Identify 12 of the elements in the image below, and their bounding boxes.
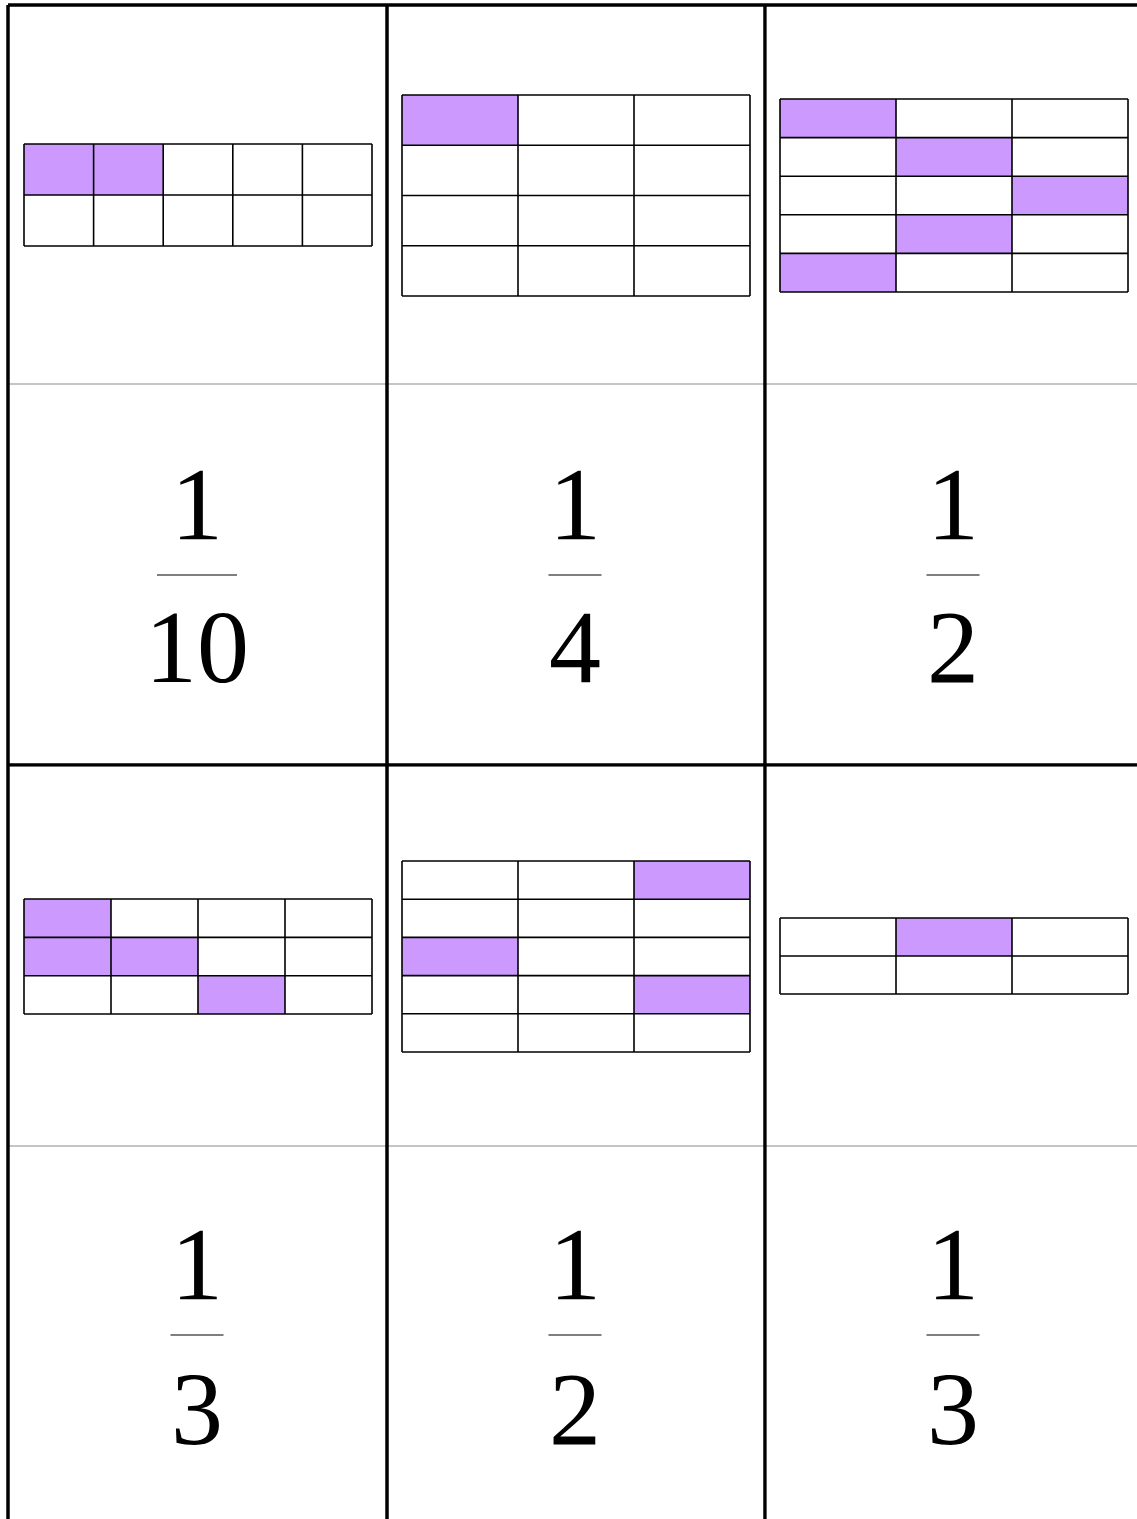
denominator: 2 — [553, 1375, 596, 1445]
denominator: 3 — [931, 1375, 975, 1445]
numerator: 1 — [180, 1230, 217, 1300]
numerator: 1 — [558, 470, 595, 540]
denominator: 10 — [154, 612, 246, 684]
denominator: 3 — [175, 1375, 219, 1445]
denominator: 2 — [931, 613, 974, 683]
numerator: 1 — [936, 1230, 973, 1300]
numerator: 1 — [936, 470, 973, 540]
numerator: 1 — [558, 1230, 595, 1300]
numerator: 1 — [180, 470, 217, 540]
denominator: 4 — [551, 613, 600, 683]
